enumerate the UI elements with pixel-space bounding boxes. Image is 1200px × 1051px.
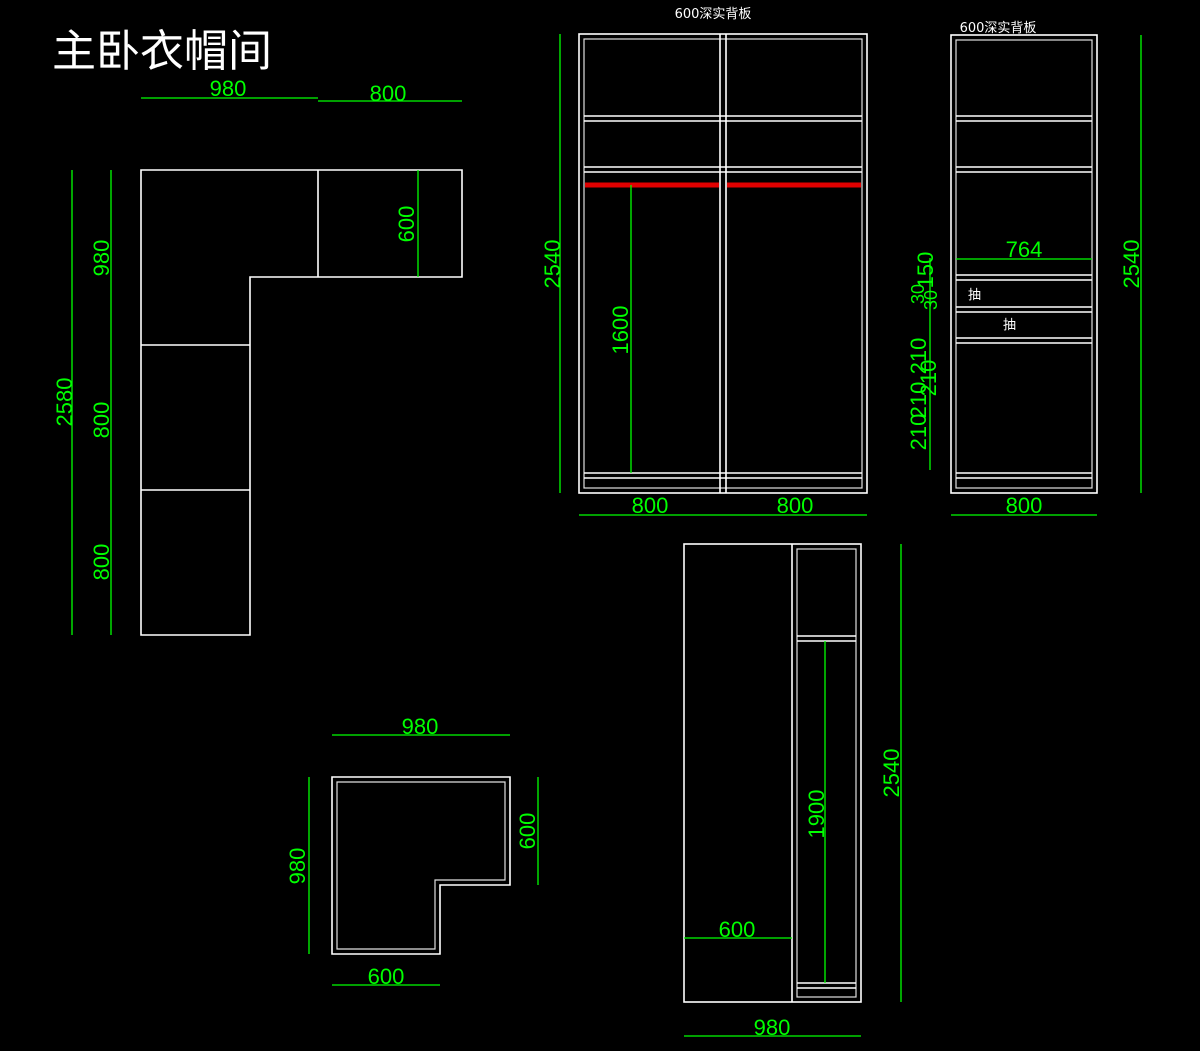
corner-elev-outer	[683, 543, 862, 1003]
side-elevation: 600深实背板 抽 抽 764 150 30 30 210 210 210 21…	[906, 21, 1144, 518]
dim-side-width: 800	[1006, 493, 1043, 518]
corner-elevation: 600 1900 2540 980	[683, 543, 904, 1040]
dim-arm-depth: 600	[515, 813, 540, 850]
dim-corner-elev-width: 980	[754, 1015, 791, 1040]
dim-bottom-width: 600	[368, 964, 405, 989]
dim-corner-elev-height: 2540	[879, 749, 904, 798]
front-elevation: 600深实背板 2540 1600 800 800	[540, 7, 868, 518]
plan-outline	[140, 169, 463, 636]
dim-top-right: 800	[370, 81, 407, 106]
corner-plan-inner	[336, 781, 506, 950]
side-inner	[955, 39, 1093, 489]
corner-plan: 980 980 600 600	[285, 714, 540, 989]
front-inner	[583, 38, 863, 489]
dim-seg1: 980	[89, 240, 114, 277]
dim-top-left: 980	[210, 76, 247, 101]
drawer-label-1: 抽	[968, 288, 981, 303]
dim-stack-b: 210	[906, 338, 931, 375]
dim-front-height: 2540	[540, 240, 565, 289]
dim-stack-e: 210	[906, 414, 931, 451]
dim-width-left: 800	[632, 493, 669, 518]
corner-plan-outer	[331, 776, 511, 955]
back-panel-note-side: 600深实背板	[960, 21, 1037, 36]
front-outer	[578, 33, 868, 494]
plan-view: 980 800 2580 980 800 800 600	[52, 76, 463, 636]
dim-seg3: 800	[89, 544, 114, 581]
dim-side-height: 2540	[1119, 240, 1144, 289]
dim-hang: 1600	[608, 306, 633, 355]
drawer-label-2: 抽	[1003, 318, 1016, 333]
dim-inner-depth: 600	[394, 206, 419, 243]
dim-stack-f: 30	[908, 284, 928, 304]
dim-seg2: 800	[89, 402, 114, 439]
dim-stack-a: 150	[913, 252, 938, 289]
drawing-title: 主卧衣帽间	[52, 26, 272, 77]
side-outer	[950, 34, 1098, 494]
dim-corner-inner-width: 600	[719, 917, 756, 942]
dim-stack-g: 30	[921, 290, 941, 310]
dim-total-height: 2580	[52, 378, 77, 427]
back-panel-note-front: 600深实背板	[675, 7, 752, 22]
dim-width-right: 800	[777, 493, 814, 518]
dim-corner-width: 980	[402, 714, 439, 739]
dim-corner-height: 980	[285, 848, 310, 885]
dim-corner-hang: 1900	[804, 790, 829, 839]
dim-inner-width: 764	[1006, 237, 1043, 262]
dim-stack-c: 210	[916, 360, 941, 397]
dim-stack-d: 210	[906, 382, 931, 419]
